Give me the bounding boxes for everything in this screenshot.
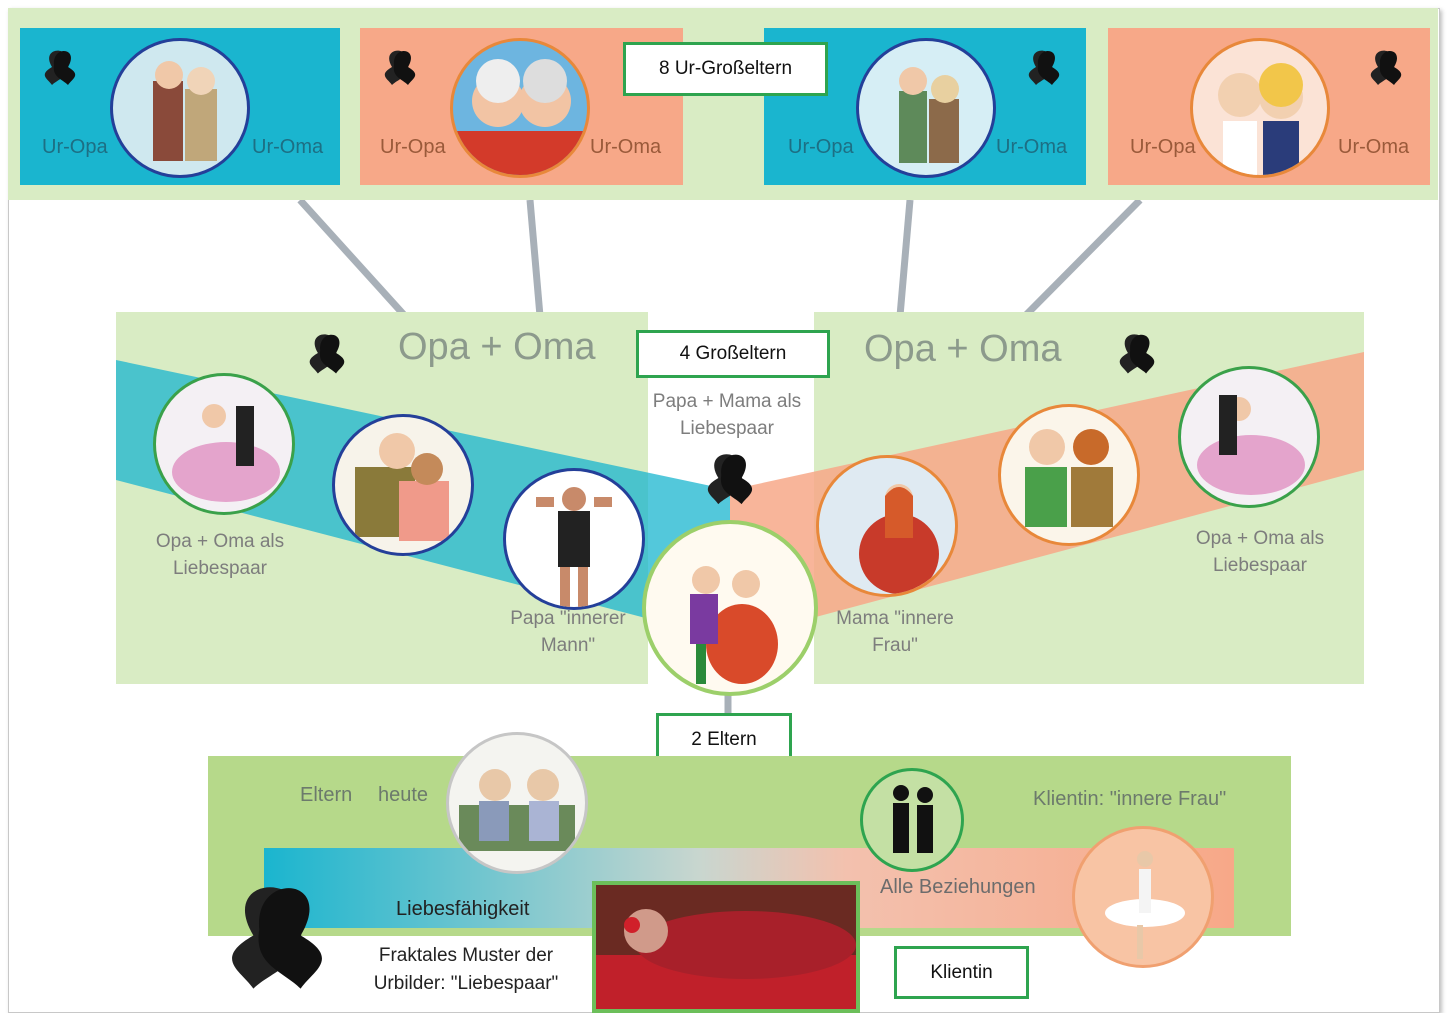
great-grandparents-portrait-2	[450, 38, 590, 178]
grandparents-holiday-portrait	[998, 404, 1140, 546]
great-grandparents-portrait-3	[856, 38, 996, 178]
eltern-label: Eltern	[300, 784, 353, 806]
left-couple-caption: Opa + Oma als Liebespaar	[155, 531, 285, 579]
parents-today-portrait	[446, 732, 588, 874]
heute-label: heute	[378, 784, 429, 806]
ballerina-portrait	[1072, 826, 1214, 968]
top-cell-4: Ur-Opa Ur-Oma	[1108, 28, 1430, 185]
grandparents-dance-portrait-left	[153, 373, 295, 515]
papa-caption: Papa "innerer Mann"	[510, 608, 626, 656]
couple-silhouette-icon	[309, 334, 345, 374]
great-grandparents-portrait-1	[110, 38, 250, 178]
label-great-grandparents: 8 Ur-Großeltern	[623, 42, 828, 96]
fractal-pattern-text: Fraktales Muster der Urbilder: "Liebespa…	[373, 945, 559, 994]
top-label-right-4: Ur-Oma	[1338, 136, 1410, 158]
liebesfaehigkeit-label: Liebesfähigkeit	[396, 898, 530, 920]
top-label-left-3: Ur-Opa	[788, 136, 854, 158]
great-grandparents-portrait-4	[1190, 38, 1330, 178]
top-label-right-2: Ur-Oma	[590, 136, 662, 158]
parents-dance-portrait	[642, 520, 818, 696]
label-client: Klientin	[894, 946, 1029, 999]
right-couple-caption: Opa + Oma als Liebespaar	[1195, 528, 1325, 576]
top-label-left-2: Ur-Opa	[380, 136, 446, 158]
grandparents-title-right: Opa + Oma	[864, 328, 1062, 370]
grandparents-title-left: Opa + Oma	[398, 326, 596, 368]
label-grandparents: 4 Großeltern	[636, 330, 830, 378]
grandparents-dance-portrait-right	[1178, 366, 1320, 508]
couple-walking-portrait	[860, 768, 964, 872]
top-label-right-3: Ur-Oma	[996, 136, 1068, 158]
mama-queen-portrait	[816, 455, 958, 597]
klientin-inner-label: Klientin: "innere Frau"	[1033, 788, 1227, 810]
top-cell-3: Ur-Opa Ur-Oma	[764, 28, 1086, 185]
grandparents-hug-portrait	[332, 414, 474, 556]
top-cell-2: Ur-Opa Ur-Oma	[360, 28, 683, 185]
top-label-right-1: Ur-Oma	[252, 136, 324, 158]
top-cell-1: Ur-Opa Ur-Oma	[20, 28, 340, 185]
top-label-left-1: Ur-Opa	[42, 136, 108, 158]
center-couple-text: Papa + Mama als Liebespaar	[652, 391, 802, 439]
top-label-left-4: Ur-Opa	[1130, 136, 1196, 158]
large-couple-silhouette-icon	[232, 887, 322, 989]
papa-strongman-portrait	[503, 468, 645, 610]
couple-silhouette-icon	[1119, 334, 1155, 374]
client-photo	[592, 881, 860, 1013]
alle-beziehungen-label: Alle Beziehungen	[880, 876, 1036, 898]
mama-caption: Mama "innere Frau"	[836, 608, 954, 656]
couple-silhouette-icon	[707, 454, 753, 505]
